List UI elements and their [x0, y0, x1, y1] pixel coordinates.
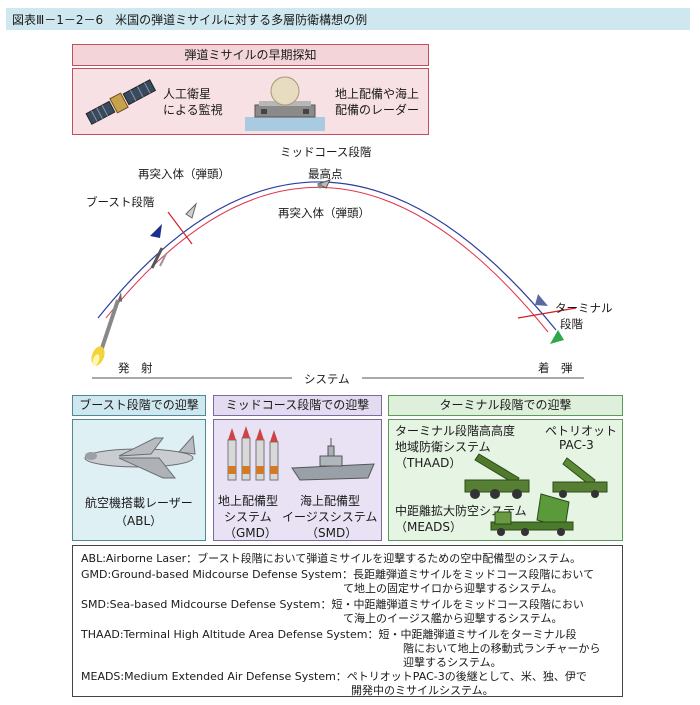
launch-missile-icon [91, 292, 122, 366]
gmd-abbr: （GMD） [224, 526, 277, 540]
title-bar [6, 8, 690, 30]
satellite-icon [85, 79, 157, 125]
reentry-vehicle-label-apex: 再突入体（弾頭） [278, 206, 370, 220]
aegis-ship-icon [291, 438, 375, 481]
definition-smd: SMD:Sea-based Midcourse Defense System：短… [81, 598, 584, 611]
terminal-intercept-header: ターミナル段階での迎撃 [388, 395, 623, 416]
smd-abbr: （SMD） [306, 526, 358, 540]
impact-label: 着 弾 [538, 361, 573, 375]
boost-boundary-tick [167, 211, 193, 245]
system-label: システム [304, 372, 350, 386]
definition-thaad-cont: 階において地上の移動式ランチャーから [403, 642, 601, 655]
terminal-phase-label-2: 段階 [560, 317, 583, 331]
boost-phase-label: ブースト段階 [86, 195, 155, 209]
boost-arrow-head [150, 224, 162, 238]
radar-icon [245, 76, 325, 131]
radar-label-2: 配備のレーダー [335, 103, 420, 117]
abl-abbr: （ABL） [115, 514, 163, 528]
gmd-missiles-icon [227, 426, 279, 481]
definition-meads: MEADS:Medium Extended Air Defense System… [81, 670, 587, 683]
definition-gmd: GMD:Ground-based Midcourse Defense Syste… [81, 568, 595, 581]
terminal-arrow-head [535, 294, 548, 306]
early-detection-header: 弾道ミサイルの早期探知 [72, 44, 429, 66]
terminal-boundary-tick [517, 307, 577, 319]
meads-abbr: （MEADS） [395, 520, 463, 534]
apex-warhead-icon [316, 179, 331, 189]
definition-smd-cont: て海上のイージス艦から迎撃するシステム。 [343, 612, 563, 625]
definition-gmd-cont: て地上の固定サイロから迎撃するシステム。 [343, 582, 563, 595]
satellite-label-2: による監視 [163, 103, 223, 117]
midcourse-phase-label: ミッドコース段階 [280, 145, 372, 159]
early-detection-panel: 人工衛星 による監視 地上配備や海上 配備のレーダー [72, 68, 429, 135]
pac3-launcher-icon [552, 457, 608, 498]
abl-label: 航空機搭載レーザー [85, 496, 193, 510]
terminal-phase-label: ターミナル [555, 301, 613, 315]
smd-label: 海上配備型 [300, 494, 361, 508]
satellite-label: 人工衛星 [163, 87, 212, 101]
midcourse-intercept-panel: 地上配備型 システム （GMD） 海上配備型 イージスシステム （SMD） [213, 419, 382, 541]
midcourse-intercept-header: ミッドコース段階での迎撃 [213, 395, 382, 416]
thaad-label: ターミナル段階高高度 [395, 424, 516, 438]
thaad-launcher-icon [464, 453, 530, 499]
reentry-vehicle-label-left: 再突入体（弾頭） [138, 167, 230, 181]
apex-label: 最高点 [308, 167, 343, 181]
impact-arrow-head [550, 330, 564, 344]
definition-thaad-cont-2: 迎撃するシステム。 [403, 656, 502, 669]
terminal-intercept-panel: ターミナル段階高高度 地域防衛システム （THAAD） ペトリオット PAC-3… [388, 419, 623, 541]
definition-thaad: THAAD:Terminal High Altitude Area Defens… [81, 628, 577, 641]
thaad-abbr: （THAAD） [395, 456, 462, 470]
launch-label: 発 射 [118, 361, 153, 375]
pac3-abbr: PAC-3 [559, 438, 594, 452]
figure-title: 図表Ⅲ－1－2－6 米国の弾道ミサイルに対する多層防衛構想の例 [12, 13, 368, 27]
definition-abl: ABL:Airborne Laser：ブースト段階において弾道ミサイルを迎撃する… [81, 552, 581, 565]
meads-launcher-icon [490, 493, 574, 536]
trajectory-diagram [91, 179, 584, 379]
gmd-label: 地上配備型 [218, 494, 279, 508]
abl-aircraft-icon [84, 434, 196, 479]
definitions-box: ABL:Airborne Laser：ブースト段階において弾道ミサイルを迎撃する… [72, 545, 623, 697]
boost-intercept-panel: 航空機搭載レーザー （ABL） [72, 419, 206, 541]
gmd-label-2: システム [224, 510, 272, 524]
red-trajectory-arc [105, 186, 549, 333]
thaad-label-2: 地域防衛システム [395, 440, 491, 454]
boost-intercept-header: ブースト段階での迎撃 [72, 395, 206, 416]
definition-meads-cont: 開発中のミサイルシステム。 [351, 684, 494, 697]
pac3-label: ペトリオット [545, 424, 618, 438]
reentry-vehicle-icon [150, 202, 198, 269]
meads-label: 中距離拡大防空システム [395, 504, 527, 518]
radar-label: 地上配備や海上 [335, 87, 420, 101]
smd-label-2: イージスシステム [282, 510, 378, 524]
